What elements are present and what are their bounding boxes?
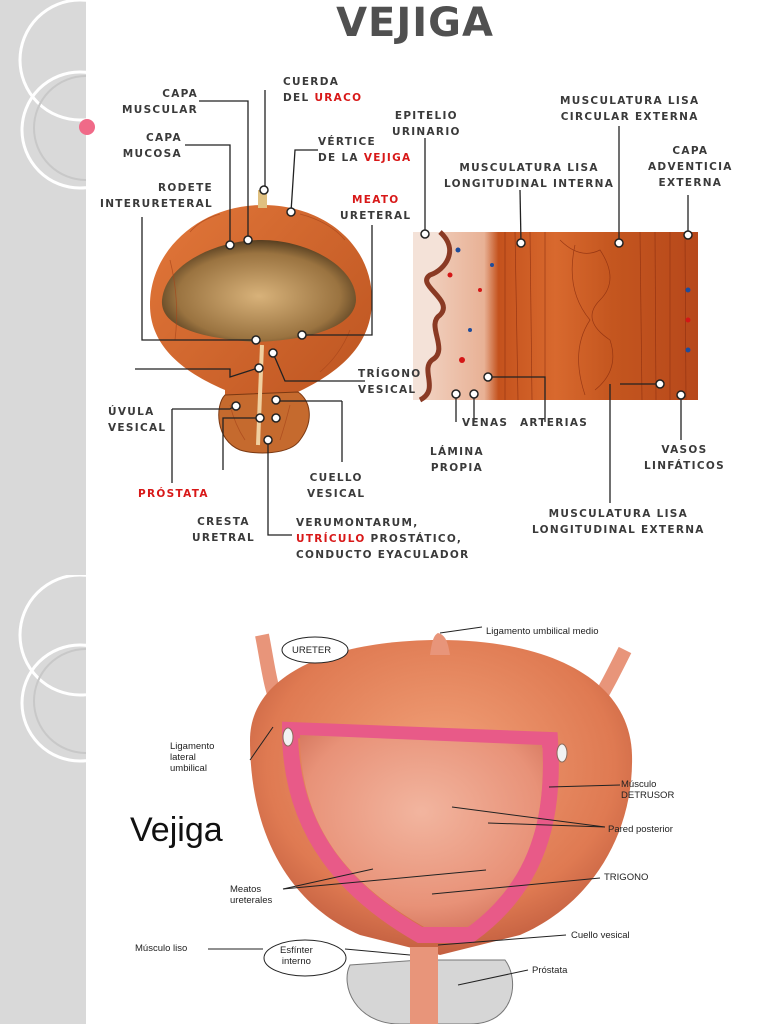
page-title: VEJIGA [336, 0, 494, 46]
ureter-label-bubble [281, 636, 349, 664]
bladder-section [150, 190, 372, 454]
leader-lines [208, 626, 621, 986]
leader-lines [135, 90, 689, 536]
decorative-circles [18, 575, 86, 763]
label-prostata: Próstata [532, 965, 568, 976]
label-pared-posterior: Pared posterior [608, 824, 673, 835]
label-cuello-vesical: Cuello vesical [571, 930, 630, 941]
label-cuerda-uraco: CUERDA DEL URACO [283, 76, 363, 104]
marker-dots [225, 185, 693, 445]
bladder-illustration [208, 626, 633, 1024]
bladder-diagram [135, 90, 698, 536]
label-trigono: TRIGONO [604, 872, 649, 883]
slide-2: Vejiga URETER Ligamento umbilical medio … [0, 575, 768, 1024]
label-arterias: ARTERIAS [520, 417, 589, 429]
esfinter-label-bubble [263, 939, 347, 977]
label-verumontanum: VERUMONTARUM, UTRÍCULO PROSTÁTICO, CONDU… [296, 517, 470, 561]
slide-sidebar [0, 575, 86, 1024]
decorative-circles [18, 0, 86, 190]
label-venas: VENAS [462, 417, 509, 429]
label-ureter: URETER [292, 645, 332, 656]
label-musculo-liso: Músculo liso [135, 943, 188, 954]
label-vertice-vejiga: VÉRTICE DE LA VEJIGA [318, 136, 412, 164]
label-prostata: PRÓSTATA [138, 488, 209, 500]
label-ligamento-umbilical-medio: Ligamento umbilical medio [486, 626, 599, 637]
pink-dot-icon [79, 119, 95, 135]
slide-1: VEJIGA [0, 0, 733, 575]
slide-sidebar [0, 0, 86, 575]
slide-heading: Vejiga [130, 811, 223, 849]
bladder-wall-histology [413, 230, 698, 403]
